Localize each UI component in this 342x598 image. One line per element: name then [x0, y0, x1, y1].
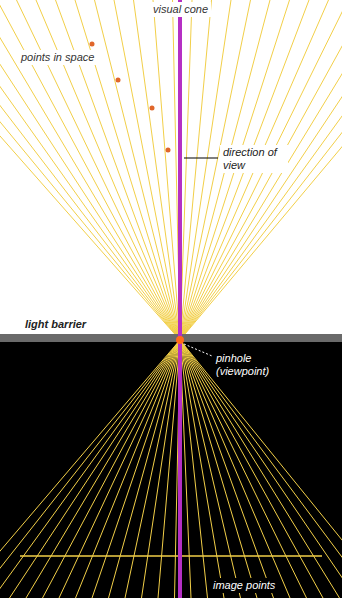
barrier-label: light barrier [22, 317, 89, 332]
light-ray [76, 340, 181, 598]
light-ray [59, 340, 180, 598]
light-ray [0, 0, 180, 340]
light-ray [180, 0, 329, 340]
light-ray [180, 0, 342, 340]
pinhole [176, 336, 184, 344]
light-ray [17, 0, 181, 340]
light-ray [114, 0, 180, 340]
cone-label: visual cone [150, 2, 211, 17]
light-ray [180, 340, 340, 598]
light-ray [109, 340, 181, 598]
light-ray [95, 0, 181, 340]
light-ray [180, 0, 342, 340]
light-ray [180, 340, 323, 598]
direction-label: direction of view [220, 145, 288, 173]
light-ray [180, 0, 342, 340]
light-ray [180, 0, 342, 340]
points-label: points in space [18, 50, 97, 65]
light-ray [142, 340, 181, 598]
light-ray [180, 0, 309, 340]
dark-chamber [0, 340, 342, 598]
light-ray [0, 0, 180, 340]
light-ray [180, 340, 342, 598]
light-ray [0, 0, 180, 340]
light-ray [180, 340, 342, 598]
pinhole-label: pinhole (viewpoint) [213, 351, 297, 379]
light-ray [180, 340, 342, 598]
light-ray [125, 340, 180, 598]
light-ray [180, 0, 290, 340]
image-plane [20, 555, 322, 557]
view-axis [178, 0, 182, 598]
leader-line [184, 157, 218, 158]
light-ray [0, 340, 180, 598]
light-barrier [0, 334, 342, 342]
light-ray [92, 340, 180, 598]
light-ray [0, 0, 180, 340]
light-ray [0, 0, 180, 340]
light-ray [153, 0, 180, 340]
light-ray [43, 340, 181, 598]
light-ray [10, 340, 181, 598]
image-label: image points [210, 578, 278, 593]
light-ray [0, 340, 180, 598]
light-ray [0, 0, 180, 340]
space-points [90, 42, 171, 153]
light-ray [134, 0, 181, 340]
light-ray [158, 340, 180, 598]
light-ray [180, 0, 342, 340]
light-ray [0, 340, 180, 598]
light-ray [180, 340, 307, 598]
leader-line [184, 344, 212, 356]
light-ray [26, 340, 180, 598]
light-ray [0, 0, 180, 340]
light-ray [180, 0, 342, 340]
light-ray [180, 0, 212, 340]
light-ray [180, 0, 342, 340]
